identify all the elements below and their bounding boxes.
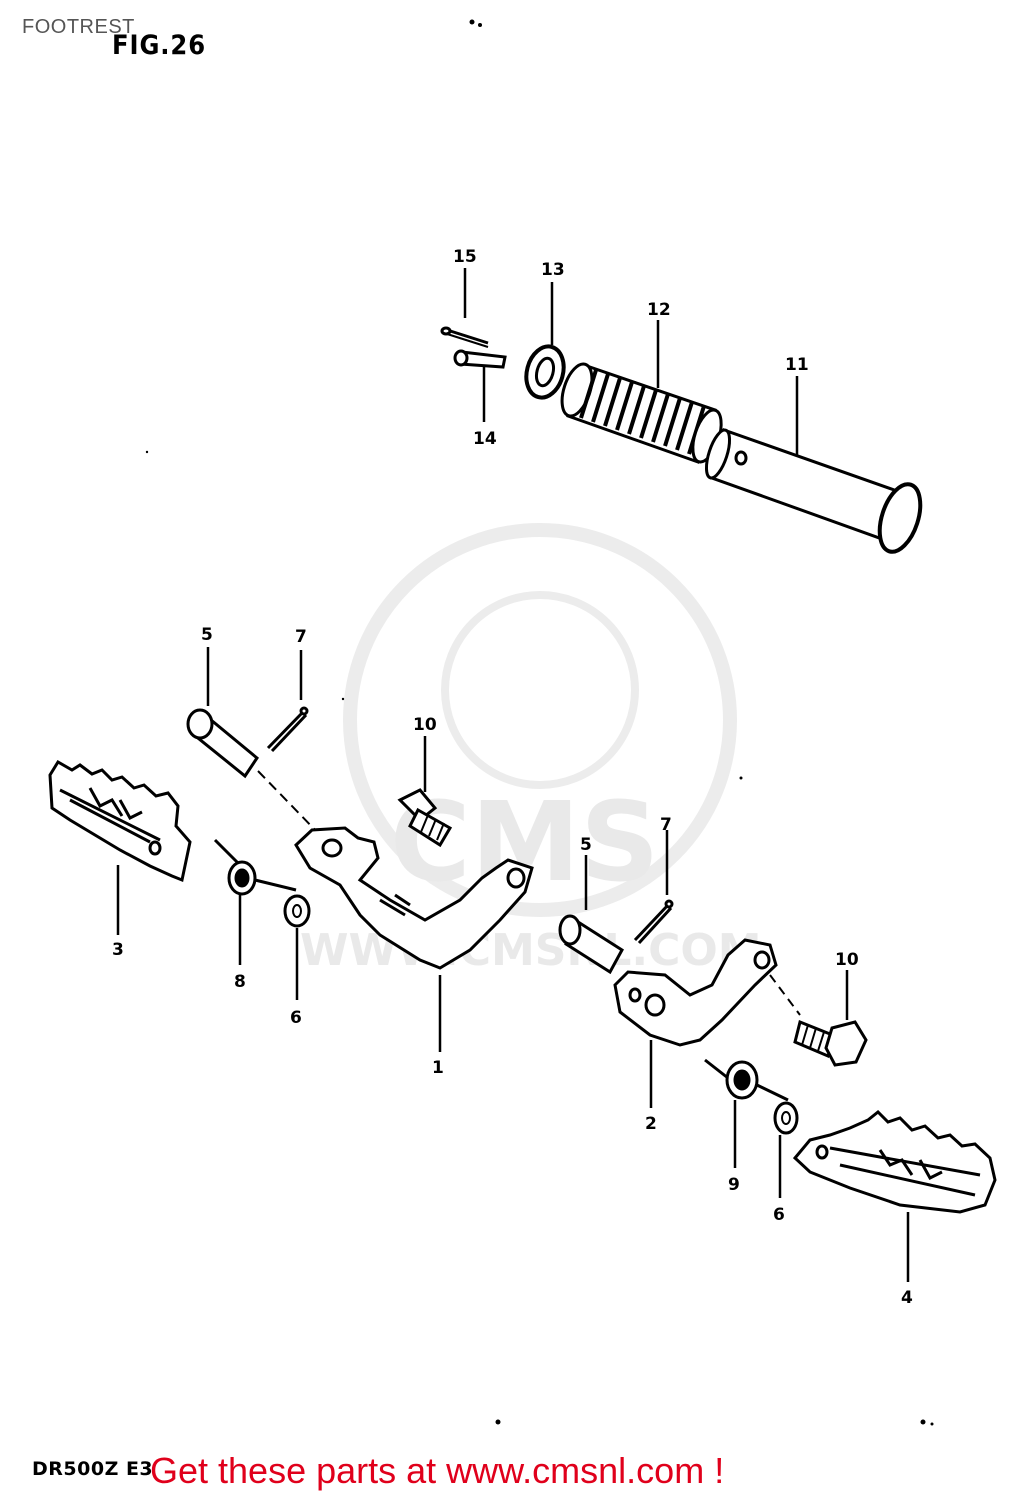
part-8-spring-left xyxy=(213,838,297,896)
part-15-cotter-pin xyxy=(440,326,489,348)
part-label-6-right: 6 xyxy=(773,1205,785,1225)
part-12-rubber-grip xyxy=(560,362,723,464)
part-1-bracket-left xyxy=(294,826,534,970)
part-label-3: 3 xyxy=(112,940,124,960)
part-label-10-right: 10 xyxy=(835,950,859,970)
cta-link[interactable]: Get these parts at www.cmsnl.com ! xyxy=(150,1450,725,1491)
section-title: FOOTREST xyxy=(22,16,135,38)
part-label-4: 4 xyxy=(901,1288,913,1308)
part-9-spring-right xyxy=(704,1058,789,1102)
part-11-footrest-shaft xyxy=(704,428,923,554)
part-label-15: 15 xyxy=(453,247,477,267)
part-13-washer xyxy=(524,344,566,400)
watermark-url: WWW.CMSNL.COM xyxy=(300,925,762,976)
model-code: DR500Z E3 xyxy=(32,1458,154,1480)
watermark: CMS WWW.CMSNL.COM xyxy=(300,523,762,976)
part-label-11: 11 xyxy=(785,355,809,375)
part-label-9: 9 xyxy=(728,1175,740,1195)
part-6-washer-right xyxy=(773,1101,799,1135)
scan-specks xyxy=(145,19,934,1426)
part-label-12: 12 xyxy=(647,300,671,320)
part-10-bolt-right xyxy=(793,1019,868,1067)
part-label-7-left: 7 xyxy=(295,627,307,647)
part-2-bracket-right xyxy=(613,938,801,1047)
part-14-pin xyxy=(453,349,507,369)
part-4-footpeg-right xyxy=(792,1109,997,1214)
part-label-8: 8 xyxy=(234,972,246,992)
part-labels: 1 2 3 4 5 5 6 6 7 7 8 9 10 10 11 12 13 1… xyxy=(112,247,913,1308)
part-label-1: 1 xyxy=(432,1058,444,1078)
figure-title: FIG.26 xyxy=(112,30,207,61)
part-7-cotter-pin-left xyxy=(266,706,309,753)
part-5-pin-right xyxy=(558,914,624,975)
part-6-washer-left xyxy=(283,894,311,928)
part-label-14: 14 xyxy=(473,429,497,449)
part-label-2: 2 xyxy=(645,1114,657,1134)
leader-lines xyxy=(116,268,910,1282)
part-10-bolt-left xyxy=(397,788,453,848)
part-label-5-right: 5 xyxy=(580,835,592,855)
part-5-pin-left xyxy=(186,708,321,836)
part-label-13: 13 xyxy=(541,260,565,280)
part-label-10-left: 10 xyxy=(413,715,437,735)
part-7-cotter-pin-right xyxy=(633,899,674,945)
part-label-7-right: 7 xyxy=(660,815,672,835)
part-label-5-left: 5 xyxy=(201,625,213,645)
part-3-footpeg-left xyxy=(48,759,192,883)
part-label-6-left: 6 xyxy=(290,1008,302,1028)
